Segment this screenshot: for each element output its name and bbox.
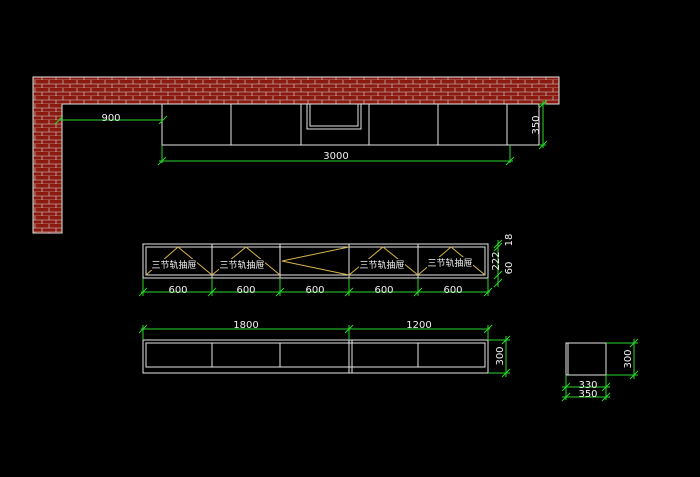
drawer-label: 三节轨抽屉 <box>151 259 196 271</box>
dimension-label: 600 <box>443 285 462 296</box>
dimension-label: 600 <box>236 285 255 296</box>
side-height-dimension: 300 <box>606 338 639 380</box>
cabinet-elevation-outer <box>142 339 489 374</box>
cabinet-side-section: 300 330 350 <box>561 338 639 402</box>
drawer-height-dimensions: 18 222 60 <box>491 234 515 288</box>
dimension-label: 600 <box>305 285 324 296</box>
dimension-label: 1200 <box>406 320 431 331</box>
dimension-label: 600 <box>374 285 393 296</box>
dimension-label: 300 <box>495 346 506 365</box>
drawer-label: 三节轨抽屉 <box>219 259 264 271</box>
dimension-3000: 3000 <box>157 145 515 166</box>
dimension-900: 900 <box>54 113 168 125</box>
dimension-label: 1800 <box>233 320 258 331</box>
dimension-label: 350 <box>531 115 542 134</box>
dimension-label: 222 <box>491 251 502 270</box>
dimension-label: 300 <box>623 349 634 368</box>
cabinet-elevation-inner <box>145 342 486 368</box>
drawer-width-dimensions: 600 600 600 600 600 <box>138 278 493 297</box>
dimension-label: 350 <box>578 389 597 400</box>
dimension-label: 3000 <box>323 151 348 162</box>
dimension-label: 60 <box>504 262 515 275</box>
dimension-label: 900 <box>101 113 120 124</box>
drawer-label: 三节轨抽屉 <box>427 257 472 269</box>
side-width-dimensions: 330 350 <box>561 375 611 402</box>
dimension-label: 18 <box>504 234 515 247</box>
dimension-350: 350 <box>531 99 548 150</box>
door-swing-mark <box>281 246 350 276</box>
drawer-frame-inner <box>145 246 486 276</box>
plan-view: 900 3000 350 <box>32 76 560 234</box>
elevation-width-dimensions: 1800 1200 <box>138 320 493 340</box>
dimension-label: 330 <box>578 380 597 391</box>
sink-cutout <box>306 104 362 130</box>
drawer-frame-outer <box>142 243 489 279</box>
cabinet-plan-outline <box>161 103 540 146</box>
brick-wall <box>32 76 560 234</box>
side-section-outline <box>565 342 607 376</box>
dimension-label: 600 <box>168 285 187 296</box>
drawer-front-view: 三节轨抽屉 三节轨抽屉 三节轨抽屉 三节轨抽屉 600 600 600 600 … <box>138 234 515 297</box>
drawer-label: 三节轨抽屉 <box>359 259 404 271</box>
cabinet-elevation-view: 1800 1200 300 <box>138 320 511 378</box>
elevation-height-dimension: 300 <box>488 335 511 378</box>
